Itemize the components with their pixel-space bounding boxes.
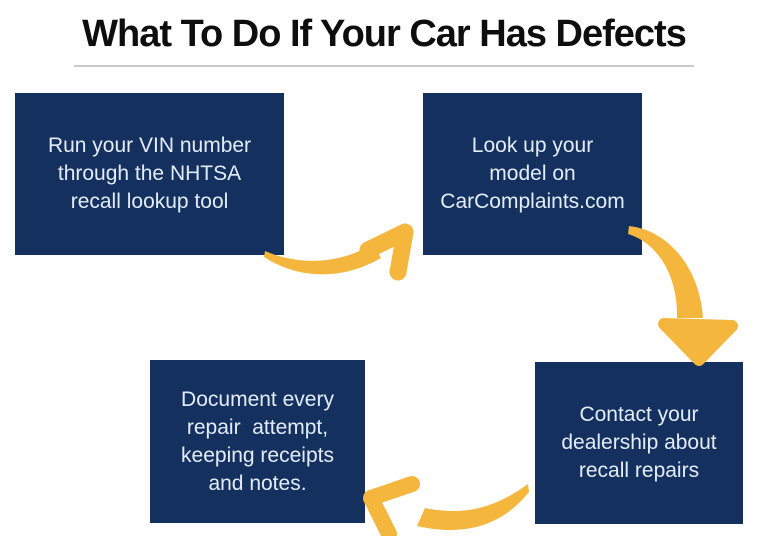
curved-arrow-step2-to-step4-icon xyxy=(628,226,738,366)
step-text-line: CarComplaints.com xyxy=(440,190,625,213)
step-text-line: Look up your xyxy=(471,134,594,157)
step-box-document-repairs: Document every repair attempt, keeping r… xyxy=(150,360,365,523)
step-text-line: keeping receipts xyxy=(181,443,334,467)
step-text: Run your VIN number through the NHTSA re… xyxy=(48,132,251,216)
step-text-line: recall repairs xyxy=(578,459,700,482)
curved-arrow-step4-to-step3-icon xyxy=(363,476,529,536)
page-title: What To Do If Your Car Has Defects xyxy=(82,13,687,55)
step-text: Contact your dealership about recall rep… xyxy=(561,401,716,485)
step-text: Document every repair attempt, keeping r… xyxy=(181,386,334,498)
step-box-carcomplaints: Look up your model on CarComplaints.com xyxy=(423,93,642,255)
step-text-line: and notes. xyxy=(208,471,307,495)
step-text-line: repair attempt, xyxy=(186,415,329,439)
step-text-line: Document every xyxy=(181,387,334,411)
step-text-line: Contact your xyxy=(579,403,699,426)
step-text-line: dealership about xyxy=(561,431,717,454)
step-text-line: recall lookup tool xyxy=(70,190,229,213)
step-text-line: through the NHTSA xyxy=(57,162,242,185)
step-text-line: model on xyxy=(489,162,576,185)
step-text: Look up your model on CarComplaints.com xyxy=(440,132,624,216)
step-box-contact-dealership: Contact your dealership about recall rep… xyxy=(535,362,743,524)
step-box-vin-lookup: Run your VIN number through the NHTSA re… xyxy=(15,93,284,255)
curved-arrow-step1-to-step2-icon xyxy=(264,223,414,281)
step-text-line: Run your VIN number xyxy=(47,134,252,157)
title-divider xyxy=(74,65,694,67)
